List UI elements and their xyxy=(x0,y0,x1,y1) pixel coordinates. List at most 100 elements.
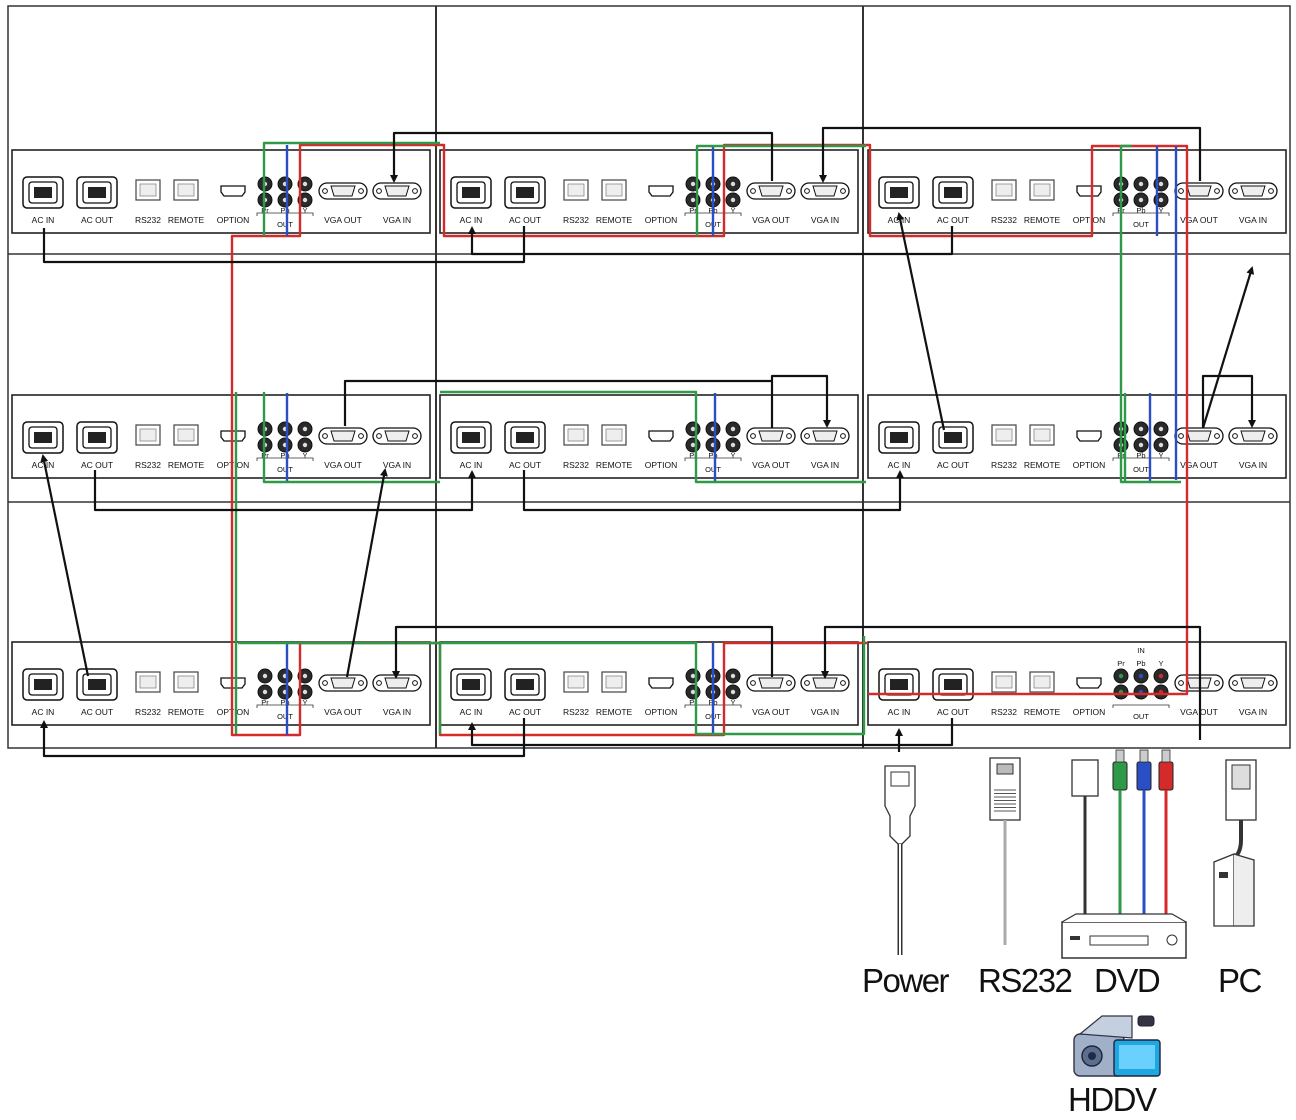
label-comp-out: OUT xyxy=(1133,220,1149,229)
label-pr: Pr xyxy=(689,451,697,460)
label-ac-out: AC OUT xyxy=(937,707,969,717)
label-vga-out: VGA OUT xyxy=(752,215,790,225)
port-vga-in xyxy=(800,182,850,200)
label-rs232: RS232 xyxy=(563,215,589,225)
port-option xyxy=(1076,677,1102,689)
label-ac-in: AC IN xyxy=(460,215,483,225)
label-vga-out: VGA OUT xyxy=(752,707,790,717)
port-vga-in xyxy=(800,674,850,692)
socket-ac-out xyxy=(504,421,546,454)
label-vga-out: VGA OUT xyxy=(1180,460,1218,470)
label-remote: REMOTE xyxy=(596,460,633,470)
label-remote: REMOTE xyxy=(168,215,205,225)
source-devices xyxy=(884,749,1257,1077)
label-option: OPTION xyxy=(645,215,678,225)
label-pb: Pb xyxy=(1136,659,1145,668)
label-ac-in: AC IN xyxy=(888,460,911,470)
label-vga-out: VGA OUT xyxy=(324,215,362,225)
label-vga-in: VGA IN xyxy=(1239,460,1267,470)
socket-ac-in xyxy=(878,668,920,701)
source-label-hddv: HDDV xyxy=(1068,1081,1157,1118)
port-vga-in xyxy=(1228,427,1278,445)
label-option: OPTION xyxy=(217,215,250,225)
label-pr: Pr xyxy=(689,698,697,707)
label-option: OPTION xyxy=(645,707,678,717)
jack-remote xyxy=(601,424,627,446)
source-label-rs232: RS232 xyxy=(978,962,1072,999)
jack-remote xyxy=(601,179,627,201)
jack-remote xyxy=(601,671,627,693)
hddv-camera-icon xyxy=(1073,1015,1161,1077)
jack-remote xyxy=(1029,671,1055,693)
vga-cable-r3-a xyxy=(392,625,774,679)
label-option: OPTION xyxy=(1073,215,1106,225)
jack-rs232 xyxy=(135,424,161,446)
label-vga-in: VGA IN xyxy=(1239,215,1267,225)
component-cable-blue xyxy=(285,145,1178,735)
label-y: Y xyxy=(730,698,735,707)
port-vga-in xyxy=(1228,182,1278,200)
label-vga-in: VGA IN xyxy=(383,460,411,470)
label-option: OPTION xyxy=(1073,707,1106,717)
label-comp-in: IN xyxy=(1137,646,1145,655)
label-y: Y xyxy=(730,206,735,215)
label-option: OPTION xyxy=(1073,460,1106,470)
power-plug-icon xyxy=(884,765,916,955)
label-remote: REMOTE xyxy=(596,215,633,225)
socket-ac-in xyxy=(450,421,492,454)
label-y: Y xyxy=(302,206,307,215)
socket-ac-in xyxy=(878,421,920,454)
label-y: Y xyxy=(730,451,735,460)
socket-ac-in xyxy=(878,176,920,209)
label-y: Y xyxy=(1158,659,1163,668)
label-ac-out: AC OUT xyxy=(81,707,113,717)
dvd-player-icon xyxy=(1061,913,1187,959)
socket-ac-out xyxy=(932,176,974,209)
power-cable-r2-a xyxy=(93,470,476,512)
label-comp-out: OUT xyxy=(705,465,721,474)
label-remote: REMOTE xyxy=(1024,460,1061,470)
jack-rs232 xyxy=(991,179,1017,201)
label-y: Y xyxy=(302,451,307,460)
source-label-dvd: DVD xyxy=(1094,962,1160,999)
power-cable-r3-a xyxy=(40,718,526,758)
label-vga-in: VGA IN xyxy=(383,707,411,717)
label-rs232: RS232 xyxy=(991,707,1017,717)
port-option xyxy=(1076,185,1102,197)
vga-cable-r1-a xyxy=(390,131,774,183)
power-cable-r1-a xyxy=(42,226,526,264)
socket-ac-out xyxy=(932,668,974,701)
label-rs232: RS232 xyxy=(991,215,1017,225)
label-pb: Pb xyxy=(280,451,289,460)
label-ac-in: AC IN xyxy=(32,215,55,225)
label-ac-out: AC OUT xyxy=(937,215,969,225)
port-vga-out xyxy=(318,674,368,692)
label-option: OPTION xyxy=(645,460,678,470)
label-ac-in: AC IN xyxy=(32,707,55,717)
label-vga-in: VGA IN xyxy=(811,460,839,470)
port-vga-out xyxy=(1174,427,1224,445)
jack-rs232 xyxy=(991,424,1017,446)
label-vga-out: VGA OUT xyxy=(324,460,362,470)
label-ac-out: AC OUT xyxy=(81,215,113,225)
socket-ac-in xyxy=(22,668,64,701)
jack-rs232 xyxy=(563,424,589,446)
cables xyxy=(40,126,1256,758)
power-cable-r2-to-r1 xyxy=(896,212,946,431)
label-comp-out: OUT xyxy=(277,465,293,474)
component-jacks xyxy=(1113,668,1169,700)
socket-ac-in xyxy=(450,176,492,209)
label-remote: REMOTE xyxy=(1024,215,1061,225)
power-cable-r1-b xyxy=(468,226,954,256)
port-option xyxy=(648,677,674,689)
label-vga-out: VGA OUT xyxy=(324,707,362,717)
jack-rs232 xyxy=(563,179,589,201)
label-pr: Pr xyxy=(261,698,269,707)
